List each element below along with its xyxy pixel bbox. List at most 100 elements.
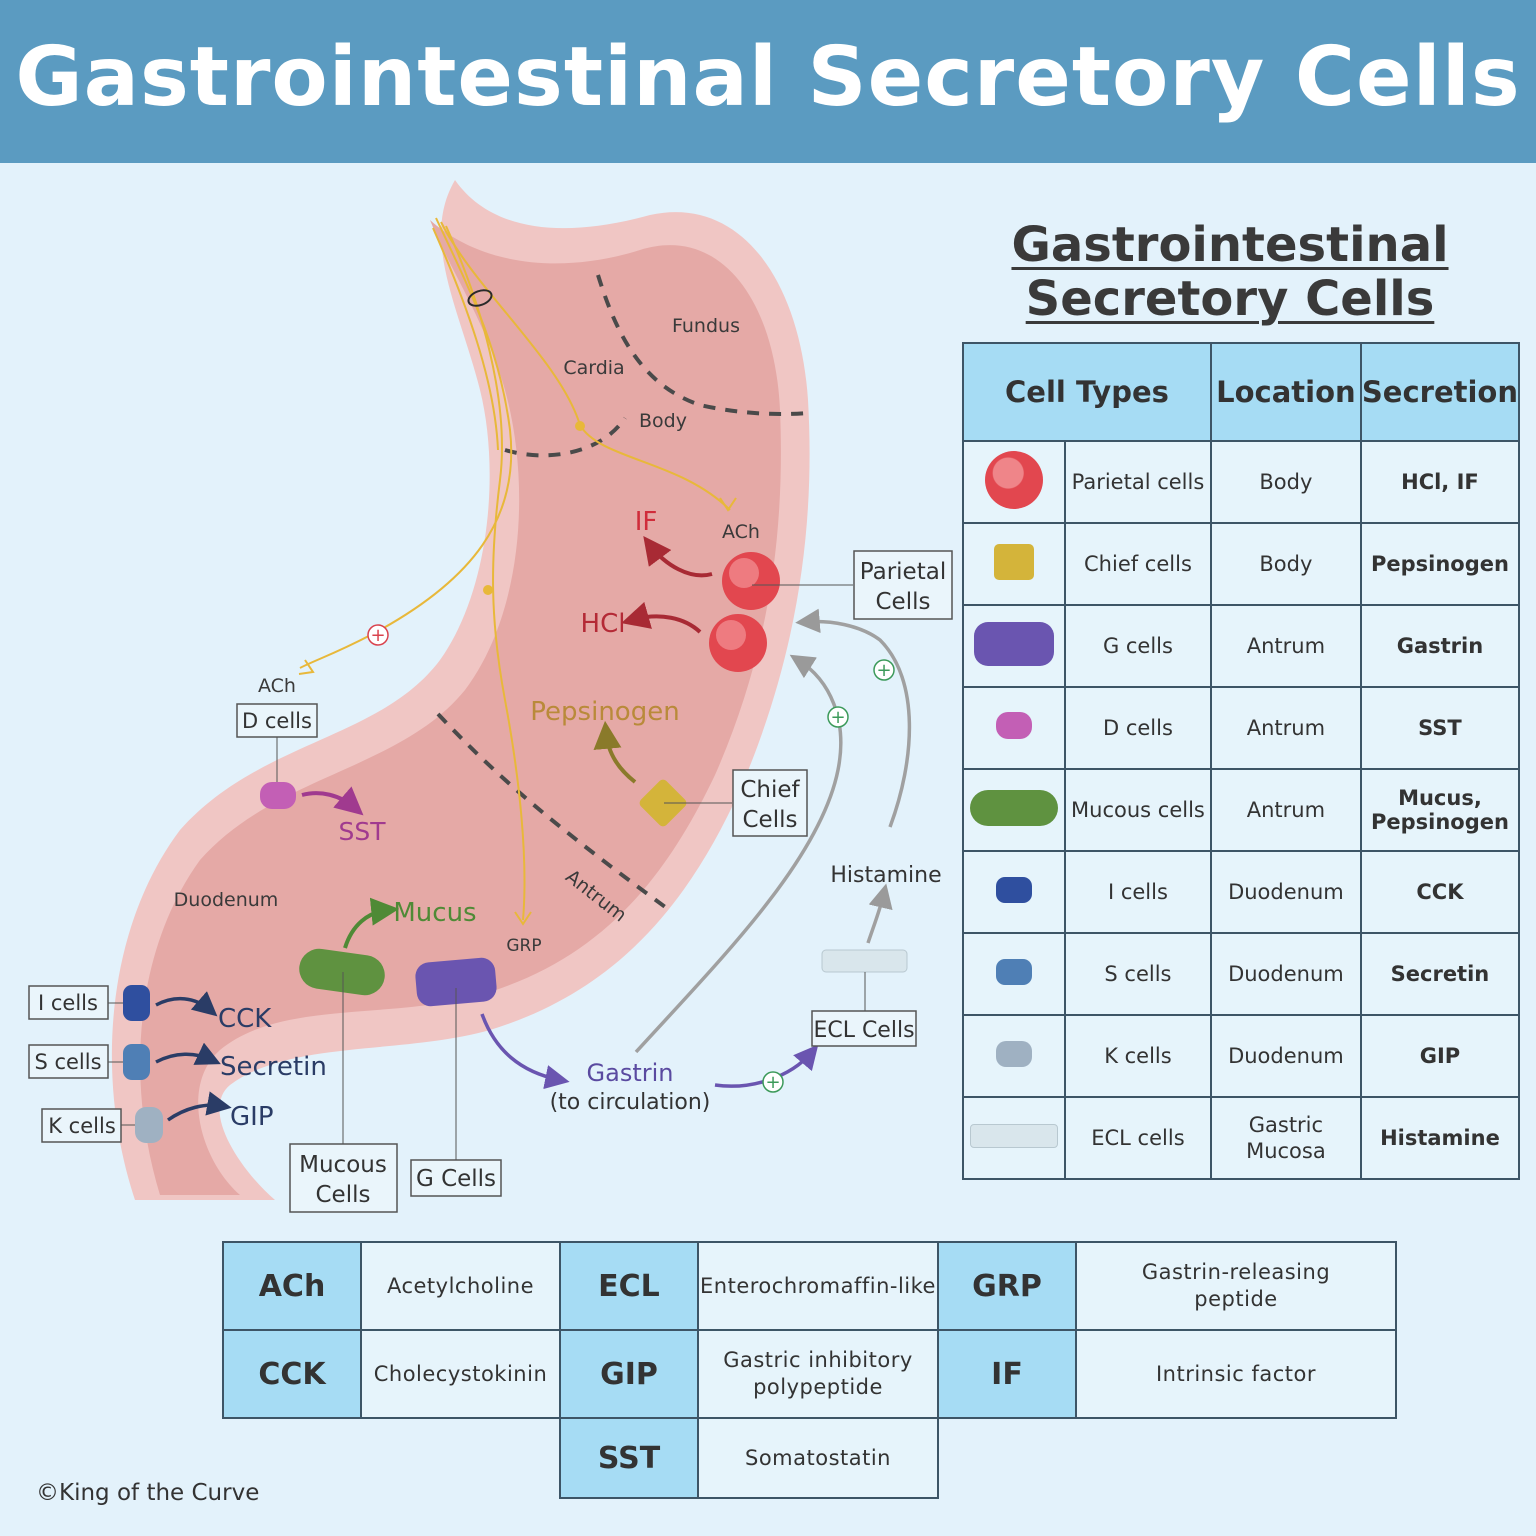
stimulation-plus-icon: +	[876, 660, 891, 681]
d-cell	[260, 782, 296, 809]
table-cell: Antrum	[1209, 768, 1362, 852]
title-banner: Gastrointestinal Secretory Cells	[0, 0, 1536, 163]
s-cell	[123, 1044, 150, 1080]
stomach-lumen	[140, 220, 781, 1195]
nerve-terminal	[719, 497, 737, 512]
parietal-callout-line1: Parietal	[860, 559, 946, 585]
ecl-cells-callout	[811, 1010, 917, 1047]
g-cells-callout-text: G Cells	[416, 1166, 496, 1192]
i-cells-callout-text: I cells	[38, 991, 98, 1015]
s-cells-callout	[28, 1044, 109, 1079]
gastrin-to-parietal-arrow	[634, 654, 843, 1054]
header-cell-types: Cell Types	[962, 342, 1212, 442]
nerve-node	[575, 421, 585, 431]
pepsinogen-label: Pepsinogen	[530, 697, 679, 727]
abbr-value: Gastrin-releasing peptide	[1075, 1241, 1397, 1331]
nerve-terminal	[298, 659, 315, 675]
parietal-cell-highlight	[729, 558, 759, 588]
abbr-value: Cholecystokinin	[360, 1329, 561, 1419]
gastrin-note: (to circulation)	[550, 1090, 711, 1115]
table-cell: Chief cells	[1064, 522, 1212, 606]
g-cell-icon	[962, 604, 1066, 688]
chief-cell	[639, 779, 687, 827]
cell-table-title-line2: Secretory Cells	[1025, 271, 1435, 327]
table-cell: S cells	[1064, 932, 1212, 1016]
parietal-callout	[853, 550, 953, 620]
table-cell: Mucus, Pepsinogen	[1359, 768, 1521, 852]
gip-label: GIP	[230, 1102, 274, 1132]
abbr-row: SST Somatostatin	[223, 1417, 1396, 1499]
histamine-to-parietal-arrow	[795, 608, 912, 828]
abbr-key: GIP	[559, 1329, 699, 1419]
table-cell: Gastric Mucosa	[1209, 1096, 1362, 1180]
antrum-boundary	[436, 712, 674, 914]
stimulation-plus-icon: +	[830, 707, 845, 728]
nerve-node	[483, 585, 493, 595]
stomach-diagram: + Fundus Cardia Body Antrum Duodenum ACh…	[28, 180, 953, 1213]
sst-label: SST	[338, 817, 386, 846]
if-label: IF	[635, 507, 658, 537]
s-cell-icon	[962, 932, 1066, 1016]
abbr-row: CCK Cholecystokinin GIP Gastric inhibito…	[222, 1329, 1397, 1419]
g-cell	[415, 957, 497, 1007]
gastrin-arrow	[480, 1013, 570, 1090]
table-row: ECL cells Gastric Mucosa Histamine	[962, 1096, 1521, 1180]
ach-left-label: ACh	[258, 675, 296, 697]
abbr-value: Intrinsic factor	[1075, 1329, 1397, 1419]
copyright: ©King of the Curve	[36, 1480, 260, 1506]
abbr-value: Somatostatin	[697, 1417, 939, 1499]
ach-top-label: ACh	[722, 521, 760, 543]
gip-arrow	[166, 1091, 232, 1122]
chief-callout	[732, 769, 808, 837]
table-cell: SST	[1359, 686, 1521, 770]
mucous-cell-icon	[962, 768, 1066, 852]
abbr-key: ECL	[559, 1241, 699, 1331]
chief-callout-line1: Chief	[740, 777, 800, 803]
table-header-row: Cell Types Location Secretion	[962, 342, 1521, 442]
table-cell: Duodenum	[1209, 850, 1362, 934]
table-row: I cells Duodenum CCK	[962, 850, 1521, 934]
cck-arrow	[155, 991, 218, 1017]
table-cell: Duodenum	[1209, 1014, 1362, 1098]
ecl-cells-callout-text: ECL Cells	[813, 1018, 914, 1043]
stimulation-plus-icon	[827, 706, 849, 728]
parietal-callout-line2: Cells	[876, 589, 931, 615]
table-cell: Duodenum	[1209, 932, 1362, 1016]
cell-table-title-line1: Gastrointestinal	[1011, 217, 1449, 273]
ecl-to-histamine-arrow	[866, 883, 893, 944]
header-location: Location	[1209, 342, 1362, 442]
table-row: Chief cells Body Pepsinogen	[962, 522, 1521, 606]
abbr-value: Enterochromaffin-like	[697, 1241, 939, 1331]
table-cell: CCK	[1359, 850, 1521, 934]
if-arrow	[643, 536, 713, 578]
ecl-cell	[821, 949, 908, 973]
table-cell: Secretin	[1359, 932, 1521, 1016]
abbr-key: IF	[937, 1329, 1077, 1419]
k-cell-icon	[962, 1014, 1066, 1098]
chief-callout-line2: Cells	[743, 807, 798, 833]
mucous-cell	[299, 948, 385, 996]
table-row: K cells Duodenum GIP	[962, 1014, 1521, 1098]
mucous-callout	[289, 1143, 398, 1213]
parietal-cell-highlight	[716, 620, 746, 650]
table-cell: ECL cells	[1064, 1096, 1212, 1180]
k-cells-callout	[41, 1108, 122, 1143]
abbr-key: GRP	[937, 1241, 1077, 1331]
table-cell: Pepsinogen	[1359, 522, 1521, 606]
secretin-arrow	[155, 1042, 221, 1065]
parietal-cell-icon	[962, 440, 1066, 524]
d-cells-callout-text: D cells	[242, 709, 312, 733]
table-cell: I cells	[1064, 850, 1212, 934]
table-cell: D cells	[1064, 686, 1212, 770]
stimulation-plus-icon	[873, 659, 895, 681]
table-row: Parietal cells Body HCl, IF	[962, 440, 1521, 524]
table-row: S cells Duodenum Secretin	[962, 932, 1521, 1016]
table-cell: Body	[1209, 522, 1362, 606]
header-secretion: Secretion	[1359, 342, 1521, 442]
table-cell: K cells	[1064, 1014, 1212, 1098]
k-cell	[135, 1107, 163, 1143]
nerve-ring	[467, 289, 493, 307]
gastrin-label: Gastrin	[587, 1059, 674, 1087]
d-cells-callout	[236, 703, 318, 738]
abbr-value: Acetylcholine	[360, 1241, 561, 1331]
